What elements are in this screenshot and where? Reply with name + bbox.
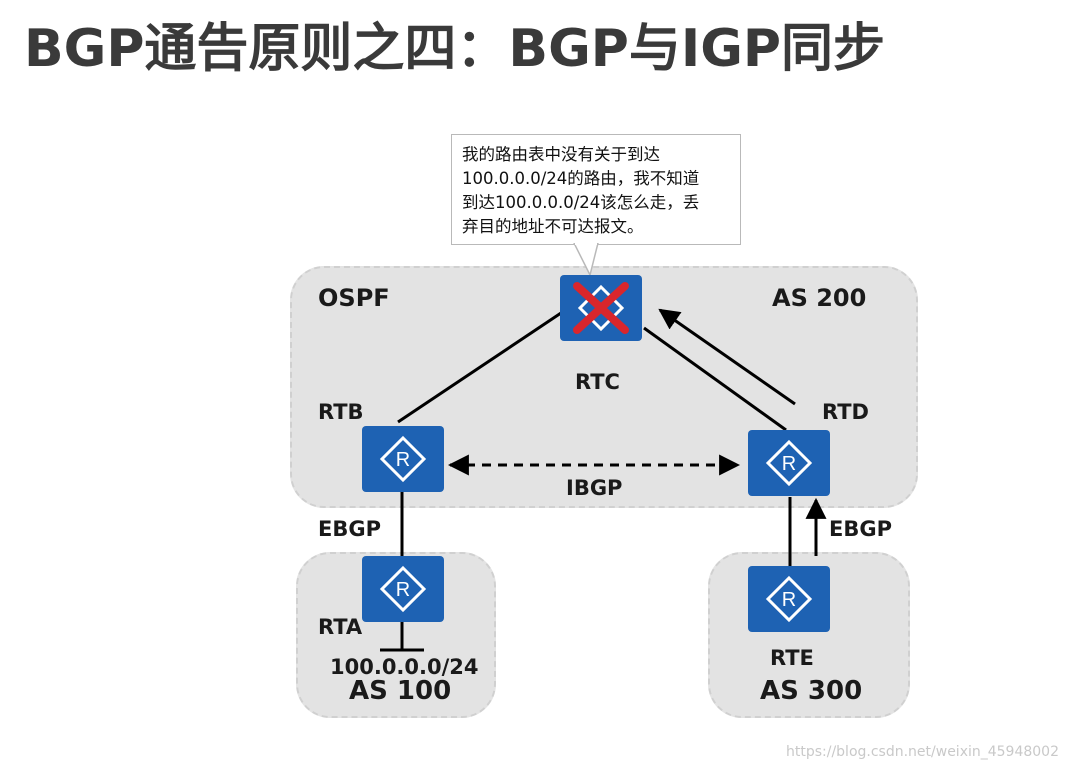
watermark: https://blog.csdn.net/weixin_45948002 xyxy=(785,744,1059,760)
callout-tail xyxy=(573,243,599,278)
as100-label: AS 100 xyxy=(349,676,452,706)
rta-label: RTA xyxy=(318,615,363,639)
router-rte: R xyxy=(748,566,830,632)
rte-label: RTE xyxy=(770,646,814,670)
callout-line: 到达100.0.0.0/24该怎么走，丢 xyxy=(462,193,700,212)
svg-text:R: R xyxy=(782,589,796,611)
ibgp-label: IBGP xyxy=(566,476,623,500)
rtd-label: RTD xyxy=(822,400,869,424)
svg-text:R: R xyxy=(782,453,796,475)
rtb-label: RTB xyxy=(318,400,364,424)
link-rtb-rtc xyxy=(397,311,562,424)
router-icon: R xyxy=(765,439,813,487)
ospf-label: OSPF xyxy=(318,284,390,312)
as300-label: AS 300 xyxy=(760,676,863,706)
callout-line: 100.0.0.0/24的路由，我不知道 xyxy=(462,169,700,188)
network-prefix-label: 100.0.0.0/24 xyxy=(330,655,479,679)
ebgp-left-label: EBGP xyxy=(318,517,381,541)
router-rtd: R xyxy=(748,430,830,496)
page-title: BGP通告原则之四：BGP与IGP同步 xyxy=(24,19,885,79)
router-icon: R xyxy=(765,575,813,623)
router-icon xyxy=(573,282,629,334)
rtc-label: RTC xyxy=(575,370,620,394)
callout-line: 我的路由表中没有关于到达 xyxy=(462,145,660,164)
router-rtb: R xyxy=(362,426,444,492)
svg-text:R: R xyxy=(396,449,410,471)
router-rta: R xyxy=(362,556,444,622)
router-rtc xyxy=(560,275,642,341)
router-icon: R xyxy=(379,565,427,613)
arrow-rtd-to-rtc xyxy=(658,308,796,406)
router-icon: R xyxy=(379,435,427,483)
callout-line: 弃目的地址不可达报文。 xyxy=(462,217,644,236)
link-rtc-rtd xyxy=(643,326,787,432)
ebgp-right-label: EBGP xyxy=(829,517,892,541)
as200-label: AS 200 xyxy=(772,284,867,312)
rtc-callout: 我的路由表中没有关于到达 100.0.0.0/24的路由，我不知道 到达100.… xyxy=(451,134,741,245)
svg-text:R: R xyxy=(396,579,410,601)
